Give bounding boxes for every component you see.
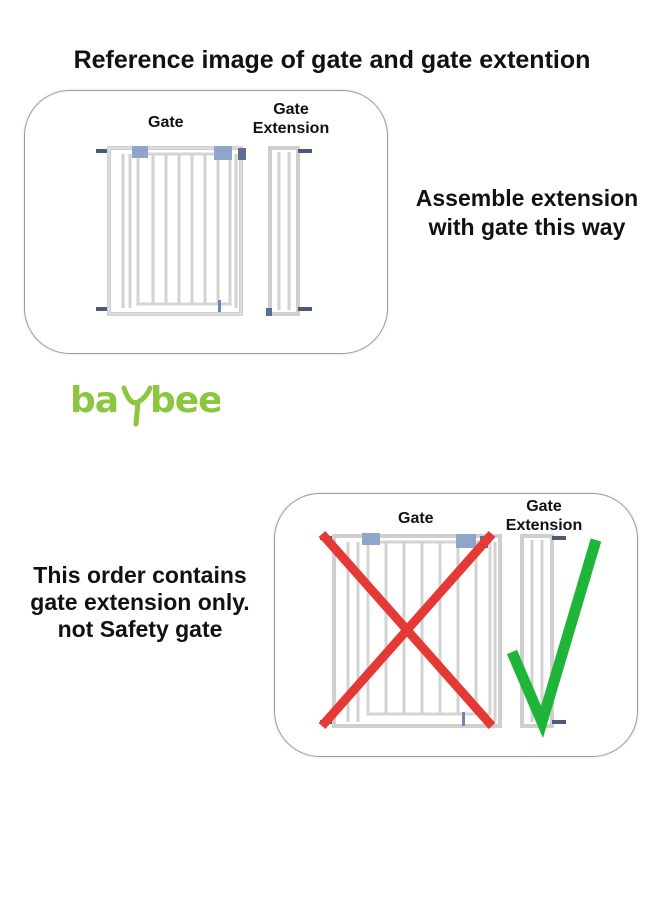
cross-mark xyxy=(318,531,496,729)
baybee-logo: ba bee xyxy=(70,380,220,427)
assemble-instruction: Assemble extension with gate this way xyxy=(415,185,639,240)
gate-illustration-top xyxy=(96,146,312,316)
check-mark xyxy=(506,538,602,739)
gate-label: Gate xyxy=(148,114,184,131)
svg-text:ba: ba xyxy=(70,380,118,421)
gate-illustration-bottom xyxy=(318,531,602,739)
gate-label: Gate xyxy=(398,510,434,527)
page-title: Reference image of gate and gate extenti… xyxy=(73,46,591,74)
gate-extension-label: Gate Extension xyxy=(252,101,330,137)
svg-text:bee: bee xyxy=(150,380,220,421)
gate-extension-label: Gate Extension xyxy=(505,498,583,534)
order-notice: This order contains gate extension only.… xyxy=(30,562,250,642)
